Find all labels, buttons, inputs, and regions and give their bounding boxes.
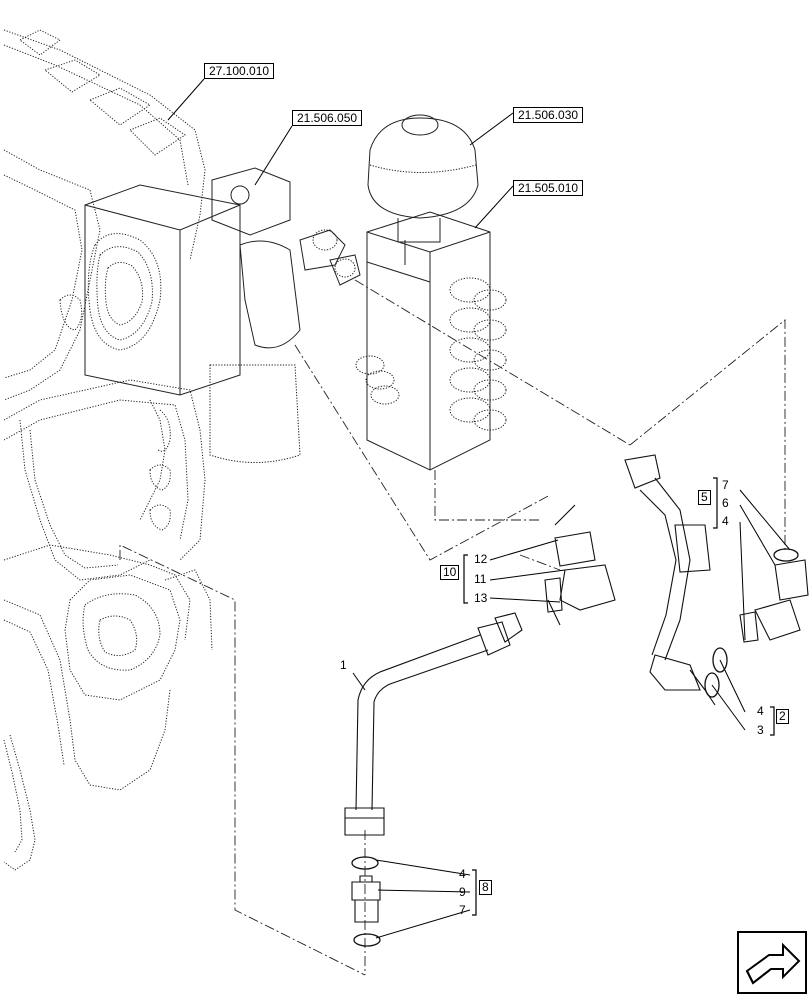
callout-7-upper: 7: [722, 478, 729, 492]
arrow-glyph-icon: [745, 942, 801, 985]
pump-block: [84, 167, 361, 463]
callout-13: 13: [474, 591, 488, 605]
fitting-6: [739, 559, 809, 643]
reference-21-506-030[interactable]: 21.506.030: [513, 107, 584, 123]
reference-21-505-010[interactable]: 21.505.010: [513, 180, 584, 196]
callout-1: 1: [340, 658, 347, 672]
seal-rings: [351, 548, 799, 947]
tube-1: [344, 612, 523, 836]
adapter-9: [351, 875, 381, 923]
bracket-lines: [463, 477, 775, 916]
callout-4-lower: 4: [459, 867, 466, 881]
callout-9: 9: [459, 885, 466, 899]
leader-lines: [167, 78, 791, 939]
callout-4-upper: 4: [722, 514, 729, 528]
callout-6: 6: [722, 496, 729, 510]
callout-11: 11: [474, 572, 487, 586]
callout-box-10: 10: [440, 565, 460, 580]
valve-block: [355, 211, 507, 471]
reference-21-506-050[interactable]: 21.506.050: [292, 110, 363, 126]
reference-27-100-010[interactable]: 27.100.010: [204, 63, 275, 79]
callout-12: 12: [474, 552, 488, 566]
next-page-arrow-icon[interactable]: [737, 931, 807, 994]
callout-box-5: 5: [698, 490, 711, 505]
callout-box-8: 8: [479, 880, 492, 895]
callout-7-lower: 7: [459, 903, 466, 917]
fitting-11: [544, 504, 616, 626]
accumulator: [367, 114, 479, 243]
callout-3: 3: [757, 723, 764, 737]
transmission-housing: [3, 29, 213, 871]
callout-box-2: 2: [776, 709, 789, 724]
center-lines: [119, 279, 786, 976]
callout-4-middle: 4: [757, 704, 764, 718]
